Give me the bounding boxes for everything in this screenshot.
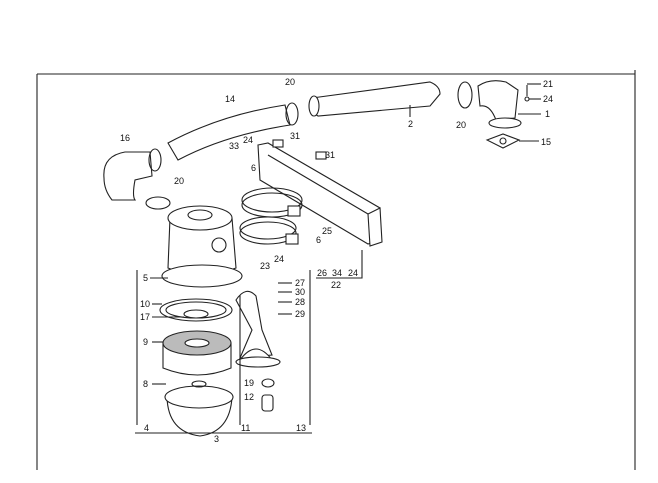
- precleaner-11: [235, 290, 281, 412]
- part-label-6: 6: [251, 163, 256, 173]
- part-label-9: 9: [143, 337, 148, 347]
- part-label-2: 2: [408, 119, 413, 129]
- hose-14: [167, 102, 299, 161]
- part-label-24: 24: [348, 268, 358, 278]
- part-label-4: 4: [144, 423, 149, 433]
- part-label-20: 20: [456, 120, 466, 130]
- part-label-17: 17: [140, 312, 150, 322]
- part-label-24: 24: [243, 135, 253, 145]
- part-label-19: 19: [244, 378, 254, 388]
- part-label-1: 1: [545, 109, 550, 119]
- elbow-1: [457, 80, 530, 149]
- page-frame: [36, 70, 636, 470]
- part-label-27: 27: [295, 278, 305, 288]
- part-label-16: 16: [120, 133, 130, 143]
- part-label-23: 23: [260, 261, 270, 271]
- part-label-30: 30: [295, 287, 305, 297]
- bracket-22: [239, 139, 383, 247]
- part-label-25: 25: [322, 226, 332, 236]
- part-label-24: 24: [543, 94, 553, 104]
- part-label-8: 8: [143, 379, 148, 389]
- part-label-28: 28: [295, 297, 305, 307]
- filter-element-9: [162, 330, 232, 376]
- hose-2: [308, 81, 441, 117]
- part-label-31: 31: [290, 131, 300, 141]
- part-label-33: 33: [229, 141, 239, 151]
- gasket-10: [159, 298, 233, 322]
- part-label-20: 20: [174, 176, 184, 186]
- part-label-12: 12: [244, 392, 254, 402]
- part-label-22: 22: [331, 280, 341, 290]
- part-label-15: 15: [541, 137, 551, 147]
- part-label-14: 14: [225, 94, 235, 104]
- part-label-3: 3: [214, 434, 219, 444]
- part-label-11: 11: [241, 423, 250, 433]
- part-label-24: 24: [274, 254, 284, 264]
- elbow-16: [103, 148, 171, 210]
- part-label-31: 31: [325, 150, 335, 160]
- part-label-34: 34: [332, 268, 342, 278]
- part-label-5: 5: [143, 273, 148, 283]
- part-label-10: 10: [140, 299, 150, 309]
- part-label-13: 13: [296, 423, 306, 433]
- part-labels: 21 24 1 15 2 20 20 14 31 24 33 6 31 16 2…: [120, 77, 553, 444]
- part-label-21: 21: [543, 79, 553, 89]
- part-label-29: 29: [295, 309, 305, 319]
- leader-lines: [150, 83, 541, 385]
- filter-housing-5: [161, 205, 243, 288]
- filter-bowl-8: [164, 380, 234, 437]
- part-label-26: 26: [317, 268, 327, 278]
- part-label-6: 6: [316, 235, 321, 245]
- group-brackets: [135, 250, 363, 434]
- part-label-20: 20: [285, 77, 295, 87]
